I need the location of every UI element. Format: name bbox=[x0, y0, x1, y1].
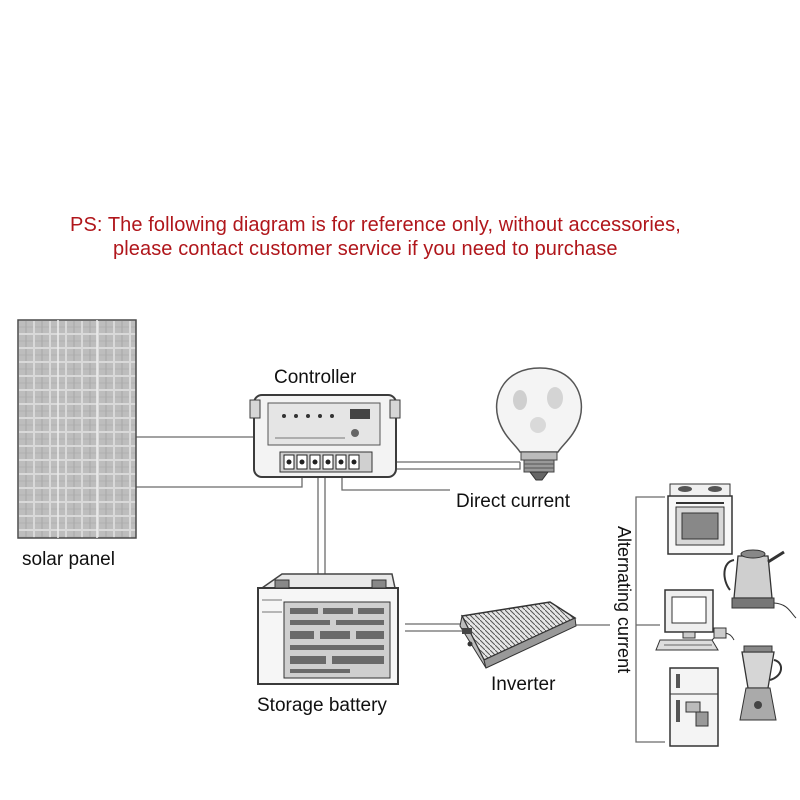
reference-note-line-1: PS: The following diagram is for referen… bbox=[70, 214, 681, 236]
wire-controller-to-bulb-2 bbox=[396, 462, 521, 470]
wiring bbox=[136, 436, 665, 743]
controller-icon bbox=[249, 394, 401, 478]
storage-battery-label: Storage battery bbox=[257, 695, 387, 716]
ac-bus-bracket bbox=[635, 496, 665, 743]
stove-oven-icon bbox=[667, 483, 733, 555]
wire-direct-current bbox=[341, 475, 450, 491]
storage-battery-icon bbox=[257, 573, 399, 685]
solar-panel-label: solar panel bbox=[22, 549, 115, 570]
direct-current-label: Direct current bbox=[456, 491, 571, 512]
reference-note-line-2: please contact customer service if you n… bbox=[113, 238, 618, 260]
refrigerator-icon bbox=[669, 667, 719, 747]
inverter-icon bbox=[459, 601, 577, 669]
inverter-label: Inverter bbox=[491, 674, 556, 695]
solar-panel-icon bbox=[17, 319, 137, 539]
alternating-current-label: Alternating current bbox=[614, 526, 634, 674]
light-bulb-icon bbox=[495, 367, 583, 481]
computer-icon bbox=[655, 589, 735, 651]
controller-label: Controller bbox=[274, 367, 357, 388]
electric-kettle-icon bbox=[723, 549, 797, 619]
blender-icon bbox=[739, 645, 782, 721]
